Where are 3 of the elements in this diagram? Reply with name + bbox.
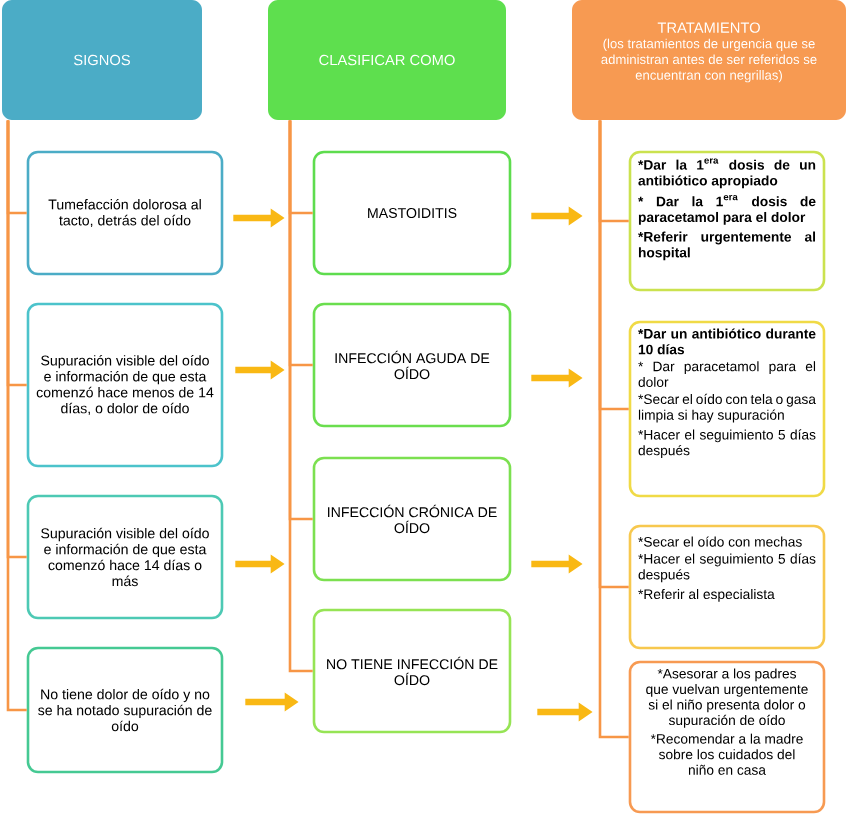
- connector-line: [6, 120, 27, 712]
- connector-line: [288, 120, 313, 673]
- connector-line: [598, 120, 629, 739]
